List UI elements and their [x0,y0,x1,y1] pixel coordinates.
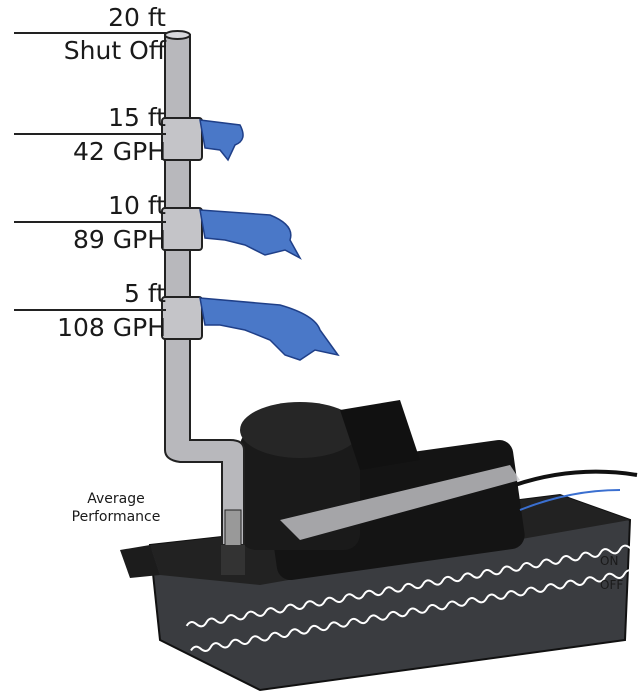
level-divider [14,221,166,223]
level-5-rate: 108 GPH [57,313,166,342]
level-10-height: 10 ft [108,191,166,220]
level-10-rate: 89 GPH [72,225,166,254]
average-performance-caption: Average Performance [56,490,176,526]
level-15-rate: 42 GPH [72,137,166,166]
level-20-height: 20 ft [108,3,166,32]
caption-line-1: Average [87,491,145,507]
level-5-height: 5 ft [123,279,166,308]
level-divider [14,309,166,311]
switch-on-label: ON [600,554,619,568]
discharge-pipe [161,30,245,575]
level-20-rate: Shut Off [63,36,166,65]
level-divider [14,133,166,135]
caption-line-2: Performance [71,509,161,525]
switch-off-label: OFF [600,578,624,592]
pump-motor [240,400,638,581]
level-15-height: 15 ft [108,103,166,132]
level-divider [14,32,166,34]
water-streams [199,119,340,361]
